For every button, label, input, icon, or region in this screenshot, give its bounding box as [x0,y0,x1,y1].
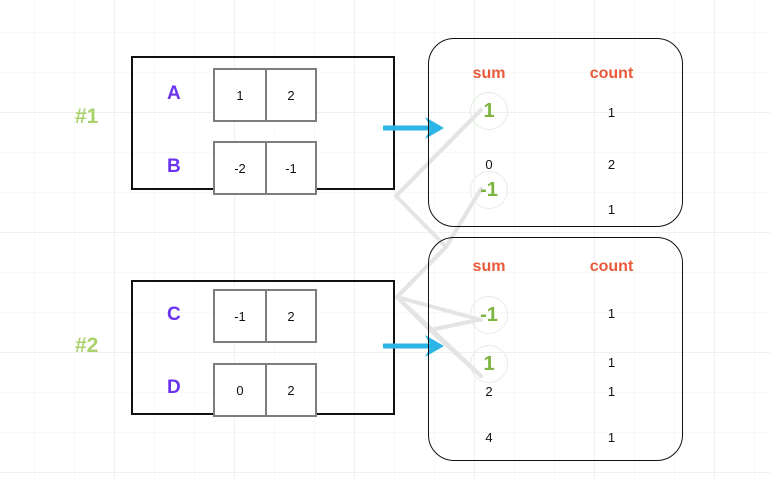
row-d-cell-1: 2 [265,365,315,415]
row-label-c: C [167,304,181,325]
row-a-cell-0: 1 [236,87,244,103]
panel-2-row-2-sum: 2 [485,384,493,399]
row-label-d: D [167,377,181,398]
panel-2-header-count: count [589,258,634,275]
panel-1-row-1-count: 2 [607,157,616,172]
row-a-cells: 1 2 [213,68,317,122]
panel-2-header-sum: sum [472,258,506,275]
panel-2-row-0-count: 1 [607,306,616,321]
row-d-cell-0: 0 [236,382,244,398]
row-b-cell-0: -2 [234,160,246,176]
panel-1-header-count: count [589,65,634,82]
panel-2-row-3-count: 1 [607,430,616,445]
result-panel-2: sum count -1 1 1 1 2 1 4 1 [428,237,683,461]
row-b-cells: -2 -1 [213,141,317,195]
panel-1-row-2-count: 1 [607,202,616,217]
panel-2-row-0-sum: -1 [480,304,498,326]
panel-1-row-2-sum: -1 [480,179,498,201]
row-b-cell-1: -1 [265,143,315,193]
panel-2-row-2-count: 1 [607,384,616,399]
row-label-b: B [167,156,181,177]
row-d-cells: 0 2 [213,363,317,417]
panel-2-row-0-highlight-circle [470,296,508,334]
panel-1-header-sum: sum [472,65,506,82]
panel-2-row-1-highlight-circle [470,345,508,383]
result-panel-1: sum count 1 1 0 2 -1 1 [428,38,683,227]
row-a-cell-1: 2 [265,70,315,120]
panel-1-row-0-sum: 1 [483,100,495,122]
step-label-2: #2 [75,334,99,357]
panel-1-row-1-sum: 0 [485,157,493,172]
panel-1-row-0-count: 1 [607,105,616,120]
panel-1-row-0-highlight-circle [470,92,508,130]
row-c-cell-1: 2 [265,291,315,341]
row-c-cells: -1 2 [213,289,317,343]
step-label-1: #1 [75,105,99,128]
panel-2-row-3-sum: 4 [485,430,493,445]
row-label-a: A [167,83,181,104]
panel-2-row-1-sum: 1 [483,353,495,375]
row-c-cell-0: -1 [234,308,246,324]
panel-1-row-2-highlight-circle [470,171,508,209]
panel-2-row-1-count: 1 [607,355,616,370]
